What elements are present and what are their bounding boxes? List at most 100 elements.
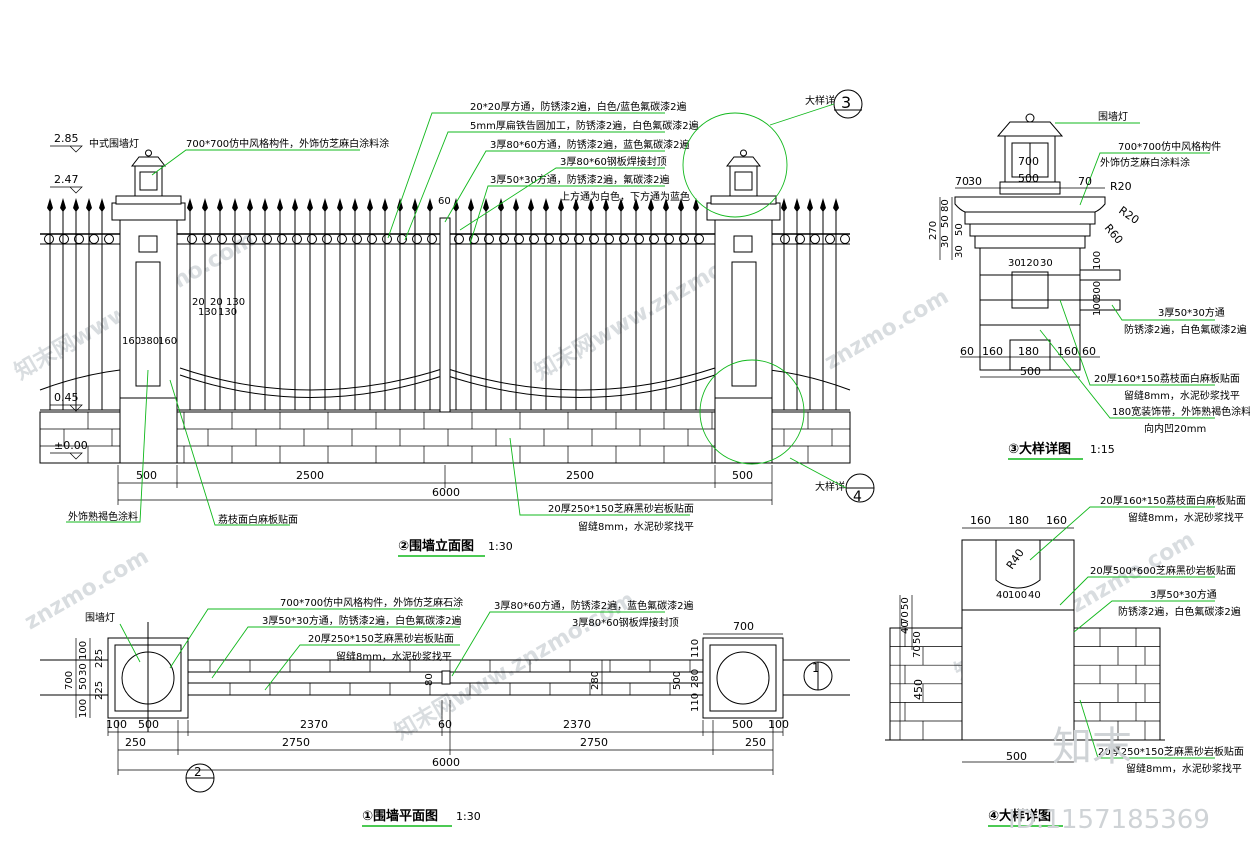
center-post bbox=[439, 217, 451, 413]
ring bbox=[825, 234, 835, 244]
ring bbox=[322, 234, 332, 244]
note-line: 5mm厚扁铁告圆加工，防锈漆2遍，白色氟碳漆2遍 bbox=[470, 119, 699, 132]
section-marker-1: 1 bbox=[803, 661, 833, 691]
spear-tip bbox=[543, 198, 549, 212]
center-post-plan bbox=[441, 670, 451, 685]
svg-text:100: 100 bbox=[78, 641, 89, 660]
svg-text:50: 50 bbox=[940, 215, 951, 228]
svg-text:110: 110 bbox=[690, 693, 701, 712]
svg-text:4: 4 bbox=[853, 489, 862, 505]
svg-text:3: 3 bbox=[841, 93, 851, 112]
svg-text:3厚80*60钢板焊接封顶: 3厚80*60钢板焊接封顶 bbox=[572, 616, 679, 629]
svg-text:大样详: 大样详 bbox=[805, 94, 835, 107]
svg-text:30: 30 bbox=[1008, 258, 1021, 269]
svg-text:120: 120 bbox=[1020, 258, 1039, 269]
svg-text:1:15: 1:15 bbox=[1090, 443, 1115, 456]
ring bbox=[810, 234, 820, 244]
plan-view: 围墙灯 700*700仿中风格构件，外饰仿芝麻石涂 3厚50*30方通，防锈漆2… bbox=[40, 596, 850, 827]
level-label: 0.45 bbox=[54, 391, 79, 404]
note-line: 上方通为白色，下方通为蓝色 bbox=[560, 190, 690, 203]
svg-text:③大样详图: ③大样详图 bbox=[1008, 441, 1071, 457]
spear-tip bbox=[558, 198, 564, 212]
spear-tip bbox=[618, 198, 624, 212]
detail-3-title: ③大样详图 1:15 bbox=[1008, 441, 1115, 460]
svg-text:50: 50 bbox=[78, 677, 89, 690]
svg-text:700*700仿中风格构件，外饰仿芝麻石涂: 700*700仿中风格构件，外饰仿芝麻石涂 bbox=[280, 596, 463, 609]
section-marker-2: 2 bbox=[185, 763, 215, 793]
watermark-id: ID:1157185369 bbox=[1008, 805, 1210, 835]
svg-text:100: 100 bbox=[1008, 590, 1027, 601]
ring bbox=[247, 234, 257, 244]
svg-text:160: 160 bbox=[982, 345, 1003, 358]
svg-text:30: 30 bbox=[78, 663, 89, 676]
spear-tip bbox=[663, 198, 669, 212]
note-line: 3厚80*60钢板焊接封顶 bbox=[560, 155, 667, 168]
dim-text: 500 bbox=[136, 469, 157, 482]
svg-text:100: 100 bbox=[78, 699, 89, 718]
spear-tip bbox=[588, 198, 594, 212]
dim-total: 6000 bbox=[432, 486, 460, 499]
svg-text:80: 80 bbox=[424, 673, 435, 686]
ring bbox=[454, 234, 464, 244]
spear-tip bbox=[833, 198, 839, 212]
svg-text:500: 500 bbox=[1020, 365, 1041, 378]
left-pillar bbox=[111, 149, 186, 464]
arch-right bbox=[444, 374, 716, 398]
svg-text:60: 60 bbox=[1082, 345, 1096, 358]
small-dim: 130 bbox=[198, 307, 217, 318]
spear-tip bbox=[603, 198, 609, 212]
ring bbox=[664, 234, 674, 244]
ring bbox=[292, 234, 302, 244]
lamp-label: 中式围墙灯 bbox=[89, 137, 139, 150]
spear-tip bbox=[781, 198, 787, 212]
svg-text:300: 300 bbox=[1092, 281, 1103, 300]
spear-tip bbox=[73, 198, 79, 212]
ring bbox=[217, 234, 227, 244]
ring bbox=[469, 234, 479, 244]
ring bbox=[44, 234, 54, 244]
svg-text:280: 280 bbox=[690, 669, 701, 688]
svg-text:160: 160 bbox=[1057, 345, 1078, 358]
right-pillar bbox=[706, 149, 781, 464]
svg-text:3厚50*30方通，防锈漆2遍，白色氟碳漆2遍: 3厚50*30方通，防锈漆2遍，白色氟碳漆2遍 bbox=[262, 614, 462, 627]
svg-text:留缝8mm，水泥砂浆找平: 留缝8mm，水泥砂浆找平 bbox=[578, 520, 694, 533]
ring bbox=[840, 234, 850, 244]
svg-text:40: 40 bbox=[996, 590, 1009, 601]
svg-text:3厚50*30方通: 3厚50*30方通 bbox=[1158, 306, 1225, 319]
level-label: 2.47 bbox=[54, 173, 79, 186]
svg-text:70: 70 bbox=[1078, 175, 1092, 188]
level-label: 2.85 bbox=[54, 132, 79, 145]
elevation-notes: 中式围墙灯 700*700仿中风格构件，外饰仿芝麻白涂料涂 20*20厚方通，防… bbox=[89, 100, 699, 347]
svg-text:20厚250*150芝麻黑砂岩板贴面: 20厚250*150芝麻黑砂岩板贴面 bbox=[308, 632, 454, 645]
spear-tip bbox=[322, 198, 328, 212]
decor-band bbox=[995, 539, 1041, 589]
right-pillar-plan bbox=[702, 637, 784, 719]
ring bbox=[307, 234, 317, 244]
ring bbox=[499, 234, 509, 244]
svg-text:700: 700 bbox=[733, 620, 754, 633]
note-line: 3厚80*60方通，防锈漆2遍，蓝色氟碳漆2遍 bbox=[490, 138, 690, 151]
ring bbox=[634, 234, 644, 244]
pillar-top bbox=[961, 539, 1075, 611]
plan-notes: 围墙灯 700*700仿中风格构件，外饰仿芝麻石涂 3厚50*30方通，防锈漆2… bbox=[85, 596, 783, 691]
svg-text:①围墙平面图: ①围墙平面图 bbox=[362, 808, 438, 824]
svg-text:50: 50 bbox=[954, 223, 965, 236]
svg-text:270: 270 bbox=[928, 221, 939, 240]
detail-4-callout bbox=[699, 359, 805, 465]
svg-text:1:30: 1:30 bbox=[456, 810, 481, 823]
ring bbox=[352, 234, 362, 244]
svg-text:2750: 2750 bbox=[580, 736, 608, 749]
svg-text:20厚500*600芝麻黑砂岩板贴面: 20厚500*600芝麻黑砂岩板贴面 bbox=[1090, 564, 1236, 577]
ring bbox=[694, 234, 704, 244]
ring bbox=[74, 234, 84, 244]
pillar-note: 700*700仿中风格构件，外饰仿芝麻白涂料涂 bbox=[186, 137, 389, 150]
svg-text:防锈漆2遍，白色氟碳漆2遍: 防锈漆2遍，白色氟碳漆2遍 bbox=[1124, 323, 1247, 336]
svg-text:R60: R60 bbox=[1102, 222, 1126, 247]
ring bbox=[604, 234, 614, 244]
ring bbox=[649, 234, 659, 244]
svg-text:留缝8mm，水泥砂浆找平: 留缝8mm，水泥砂浆找平 bbox=[1128, 511, 1244, 524]
tube-section bbox=[1079, 269, 1121, 281]
svg-text:500: 500 bbox=[1006, 750, 1027, 763]
spear-tip bbox=[337, 198, 343, 212]
